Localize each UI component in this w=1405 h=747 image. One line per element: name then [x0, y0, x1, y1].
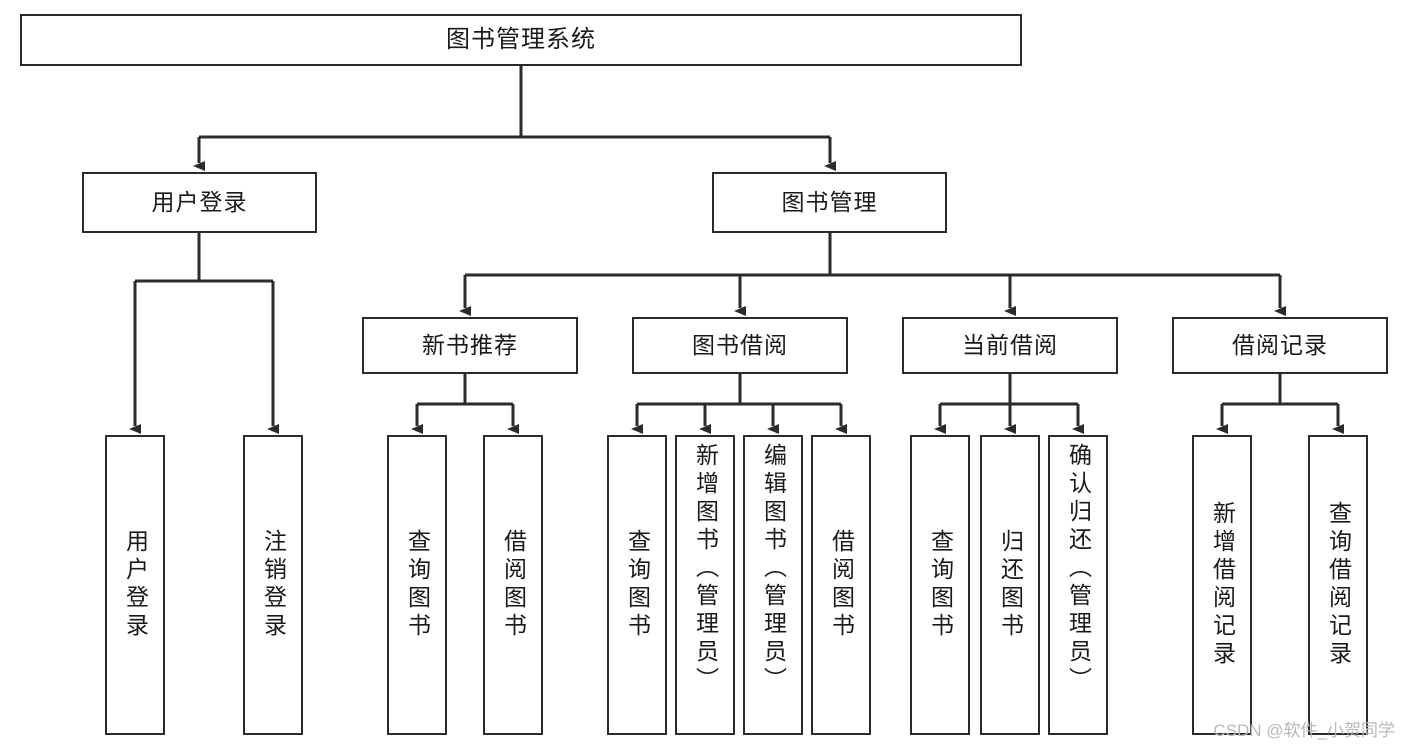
node-leaf-borrow-book-2-label: 借阅图书: [828, 529, 855, 641]
node-leaf-edit-book-label: 编辑图书（管理员）: [760, 443, 787, 695]
node-leaf-confirm-return-label: 确认归还（管理员）: [1065, 443, 1092, 695]
node-leaf-user-login-label: 用户登录: [122, 529, 149, 641]
node-root[interactable]: 图书管理系统: [20, 14, 1022, 66]
node-user-login[interactable]: 用户登录: [82, 172, 317, 233]
node-book-borrow[interactable]: 图书借阅: [632, 317, 848, 374]
node-user-login-label: 用户登录: [151, 188, 248, 215]
node-leaf-edit-book[interactable]: 编辑图书（管理员）: [743, 435, 803, 735]
node-leaf-query-book-2[interactable]: 查询图书: [607, 435, 667, 735]
node-leaf-user-logout[interactable]: 注销登录: [243, 435, 303, 735]
node-leaf-borrow-book-2[interactable]: 借阅图书: [811, 435, 871, 735]
node-borrow-record-label: 借阅记录: [1232, 331, 1328, 358]
node-current-borrow-label: 当前借阅: [962, 331, 1058, 358]
node-leaf-query-record[interactable]: 查询借阅记录: [1308, 435, 1368, 735]
node-book-borrow-label: 图书借阅: [692, 331, 788, 358]
node-borrow-record[interactable]: 借阅记录: [1172, 317, 1388, 374]
node-leaf-query-book-1[interactable]: 查询图书: [387, 435, 447, 735]
node-root-label: 图书管理系统: [446, 25, 596, 53]
node-leaf-borrow-book-1-label: 借阅图书: [500, 529, 527, 641]
node-leaf-add-record-label: 新增借阅记录: [1209, 501, 1236, 669]
node-leaf-query-book-3[interactable]: 查询图书: [910, 435, 970, 735]
node-leaf-borrow-book-1[interactable]: 借阅图书: [483, 435, 543, 735]
node-leaf-query-book-1-label: 查询图书: [404, 529, 431, 641]
node-leaf-add-record[interactable]: 新增借阅记录: [1192, 435, 1252, 735]
node-leaf-return-book-label: 归还图书: [997, 529, 1024, 641]
node-leaf-add-book-label: 新增图书（管理员）: [692, 443, 719, 695]
node-leaf-query-record-label: 查询借阅记录: [1325, 501, 1352, 669]
node-current-borrow[interactable]: 当前借阅: [902, 317, 1118, 374]
node-leaf-return-book[interactable]: 归还图书: [980, 435, 1040, 735]
node-book-manage[interactable]: 图书管理: [712, 172, 947, 233]
node-leaf-query-book-3-label: 查询图书: [927, 529, 954, 641]
node-leaf-confirm-return[interactable]: 确认归还（管理员）: [1048, 435, 1108, 735]
node-book-manage-label: 图书管理: [781, 188, 878, 215]
node-new-book-rec-label: 新书推荐: [422, 331, 518, 358]
watermark-text: CSDN @软件_小贺同学: [1213, 721, 1395, 740]
node-leaf-query-book-2-label: 查询图书: [624, 529, 651, 641]
node-leaf-user-logout-label: 注销登录: [260, 529, 287, 641]
node-leaf-add-book[interactable]: 新增图书（管理员）: [675, 435, 735, 735]
node-leaf-user-login[interactable]: 用户登录: [105, 435, 165, 735]
node-new-book-rec[interactable]: 新书推荐: [362, 317, 578, 374]
